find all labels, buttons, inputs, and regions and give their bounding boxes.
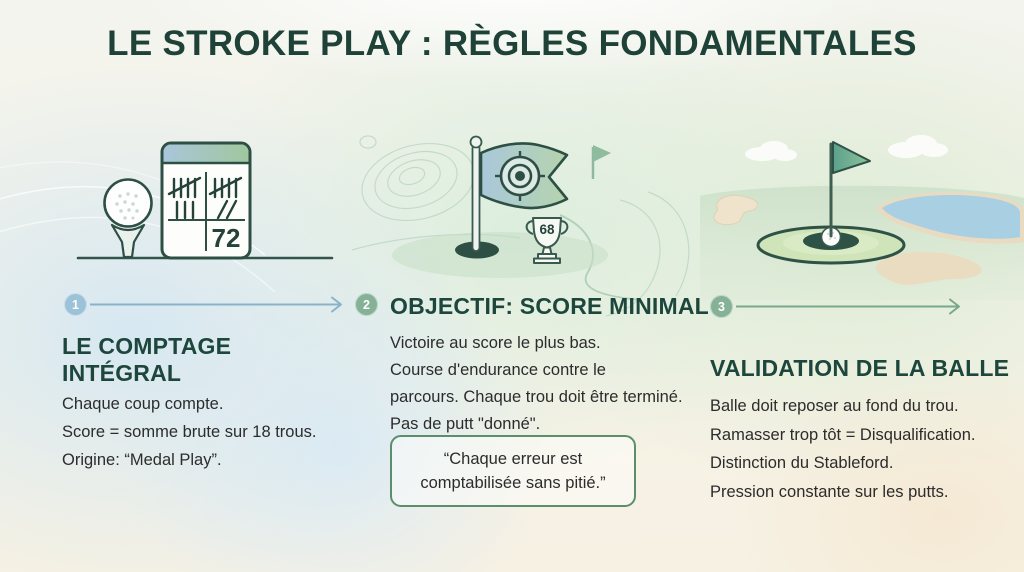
golf-tee-icon (110, 223, 146, 259)
quote-box: “Chaque erreur est comptabilisée sans pi… (390, 435, 636, 507)
water-hazard-icon (876, 191, 1024, 244)
cloud-icon (745, 135, 948, 161)
trophy-score: 68 (539, 222, 555, 237)
target-icon (495, 151, 545, 201)
trophy-icon (525, 217, 569, 264)
column2-heading: OBJECTIF: SCORE MINIMAL (390, 293, 709, 319)
column3-body: Balle doit reposer au fond du trou. Rama… (710, 397, 976, 501)
column2-body: Victoire au score le plus bas. Course d'… (390, 334, 683, 433)
bunker-right-icon (876, 251, 982, 285)
scorecard-icon: 72 (160, 141, 252, 260)
scorecard-total: 72 (212, 223, 241, 253)
illustration-target-flag-trophy: 68 (392, 135, 611, 278)
step-arrow-1 (90, 296, 342, 313)
contour-lines (351, 135, 690, 317)
step-arrow-3 (736, 298, 960, 315)
column1-heading: LE COMPTAGE INTÉGRAL (62, 333, 232, 386)
pin-flag-icon (829, 141, 871, 238)
tally-marks-icon (167, 176, 243, 220)
golf-ball-icon (103, 178, 153, 228)
quote-text: “Chaque erreur est comptabilisée sans pi… (420, 450, 606, 492)
page-title: LE STROKE PLAY : RÈGLES FONDAMENTALES (107, 24, 917, 63)
background-flag-icon (591, 145, 611, 179)
flag-pole-icon (469, 135, 483, 252)
illustration-golf-green (700, 135, 1024, 300)
step-badge-3: 3 (710, 295, 733, 318)
column1-body: Chaque coup compte. Score = somme brute … (62, 395, 317, 469)
step-badge-2: 2 (355, 293, 378, 316)
column3-heading: VALIDATION DE LA BALLE (710, 355, 1010, 381)
step-badge-1: 1 (64, 293, 87, 316)
bunker-left-icon (713, 194, 759, 226)
illustration-golf-ball-scorecard: 72 (76, 141, 334, 260)
